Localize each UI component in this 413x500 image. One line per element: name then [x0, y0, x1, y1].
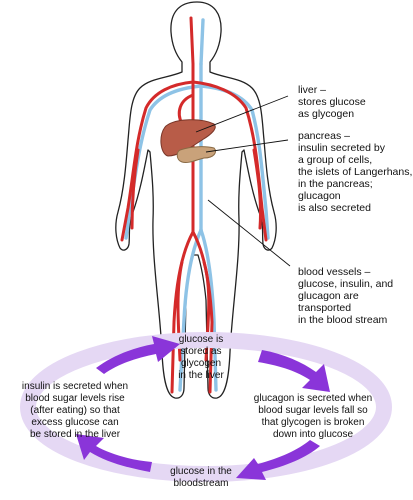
cycle-ring	[20, 332, 392, 482]
liver-leader	[195, 95, 289, 133]
body-outline	[115, 1, 277, 399]
carotid-artery	[189, 16, 195, 66]
body-silhouette	[115, 1, 277, 399]
jugular-vein	[199, 18, 205, 66]
leader-lines	[195, 95, 291, 267]
cycle-step-glycogen-storage: glucose is stored as glycogen in the liv…	[178, 334, 224, 381]
artery-right-forearm	[252, 148, 263, 230]
arrow-bottom-right	[236, 440, 320, 480]
arrow-top-left	[96, 336, 180, 374]
arrow-top-right	[258, 350, 330, 392]
cycle-step-bloodstream: glucose in the bloodstream	[170, 466, 232, 489]
pancreas-label: pancreas – insulin secreted by a group o…	[298, 130, 413, 214]
artery-right-leg-branch	[202, 260, 211, 362]
liver-organ	[160, 119, 216, 157]
cycle-arrows	[76, 336, 330, 480]
cycle-step-insulin: insulin is secreted when blood sugar lev…	[21, 381, 129, 440]
pancreas-leader	[205, 139, 289, 153]
blood-vessels-label: blood vessels – glucose, insulin, and gl…	[298, 266, 394, 326]
liver-label: liver – stores glucose as glycogen	[298, 84, 366, 120]
pancreas-organ	[176, 146, 217, 163]
arrow-bottom-left	[76, 434, 152, 472]
vein-right-leg	[199, 228, 218, 392]
vein-left-leg	[178, 228, 203, 392]
cycle-step-glucagon: glucagon is secreted when blood sugar le…	[253, 393, 373, 440]
arteries	[120, 16, 268, 394]
vessels-leader	[207, 199, 291, 267]
artery-left-forearm	[130, 148, 140, 230]
artery-left-arm	[120, 80, 195, 242]
